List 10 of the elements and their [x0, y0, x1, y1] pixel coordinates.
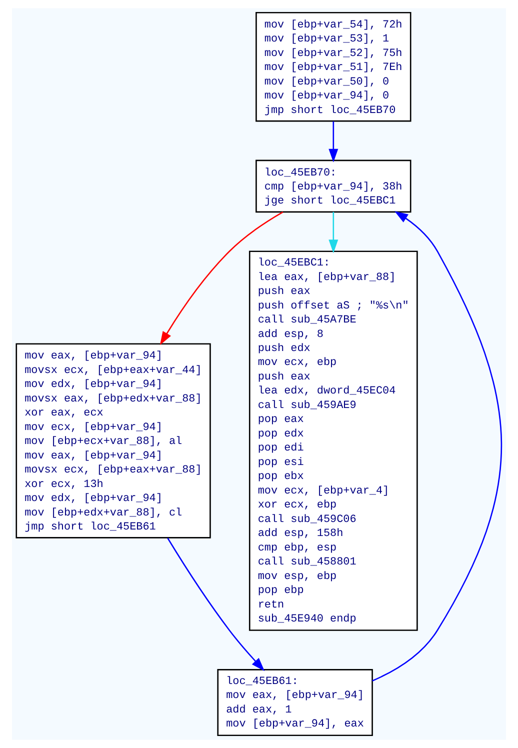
arrow [328, 212, 338, 254]
node-box: loc_45EB70: cmp [ebp+var_94], 38h jge short loc_45EBC1 [256, 160, 412, 213]
node-box: mov eax, [ebp+var_94] movsx ecx, [ebp+eax+var_44] mov edx, [ebp+var_94] movsx eax, [ebp+edx+var_88] xor eax, ecx mov ecx, [ebp+var_94] mov [ebp+ecx+var_88], al mov eax, [ebp+var_94] movsx ecx, [ebp+eax+var_88] xor ecx, 13h mov edx, [ebp+var_94] mov [ebp+edx+var_88], cl jmp short loc_45EB61 [16, 343, 211, 538]
arrow [167, 538, 265, 672]
node-box: loc_45EB61: mov eax, [ebp+var_94] add eax, 1 mov [ebp+var_94], eax [217, 669, 373, 736]
arrow [372, 211, 502, 682]
arrow [160, 211, 284, 346]
node-box: loc_45EBC1: lea eax, [ebp+var_88] push eax push offset aS ; "%s\n" call sub_45A7BE add esp, 8 push edx mov ecx, ebp push eax lea edx, dword_45EC04 call sub_459AE9 pop eax pop edx pop edi pop esi pop ebx mov ecx, [ebp+var_4] xor ecx, ebp call sub_459C06 add esp, 158h cmp ebp, esp call sub_458801 mov esp, ebp pop ebp retn sub_45E940 endp [248, 250, 418, 631]
node-box: mov [ebp+var_54], 72h mov [ebp+var_53], 1 mov [ebp+var_52], 75h mov [ebp+var_51], 7Eh mov [ebp+var_50], 0 mov [ebp+var_94], 0 jmp short loc_45EB70 [256, 12, 412, 122]
arrow [328, 121, 338, 162]
